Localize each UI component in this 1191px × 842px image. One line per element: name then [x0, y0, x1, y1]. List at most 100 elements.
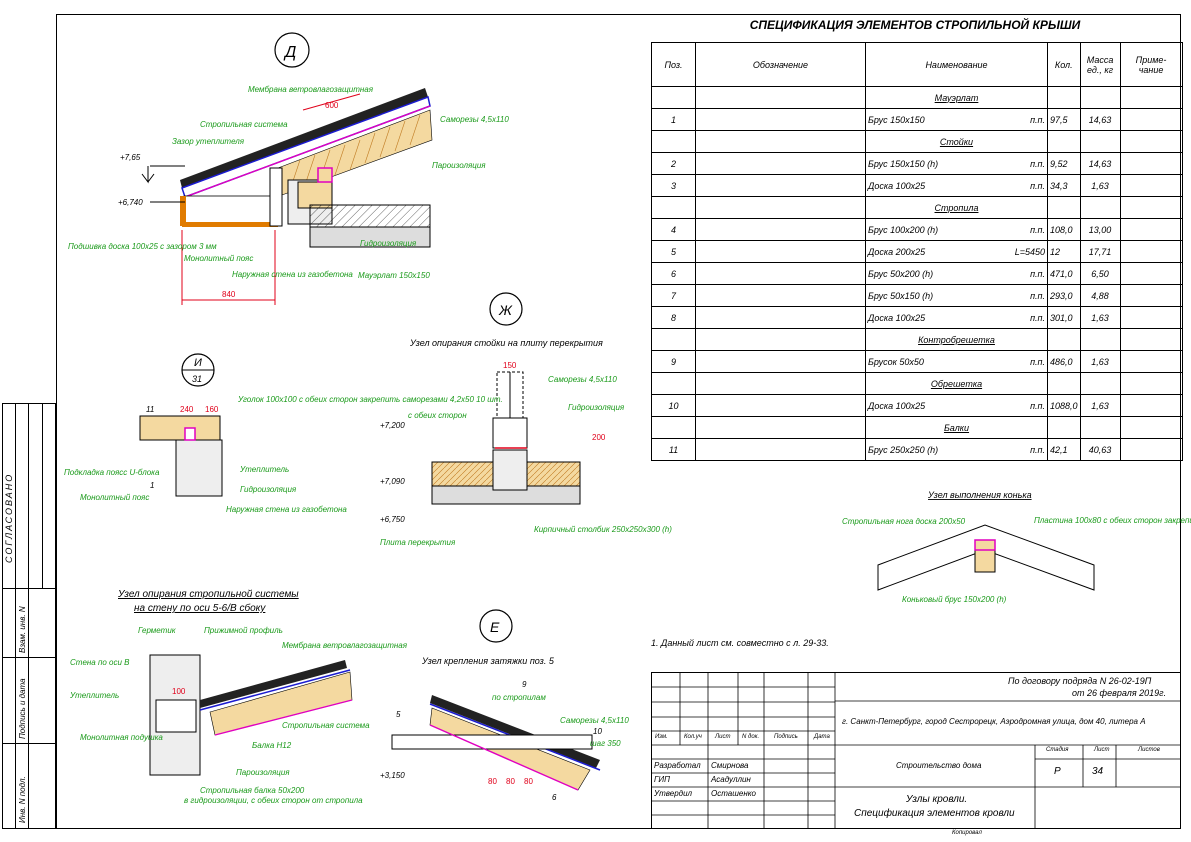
svg-text:Подшивка доска 100х25 с зазоро: Подшивка доска 100х25 с зазором 3 мм: [68, 242, 217, 251]
svg-text:Стена по оси В: Стена по оси В: [70, 658, 130, 667]
tb-role-1: Разработал: [654, 761, 701, 770]
svg-text:Балка Н12: Балка Н12: [252, 741, 292, 750]
tb-format: Копировал: [952, 830, 982, 836]
node-zh: Ж Узел опирания стойки на плиту перекрыт…: [380, 292, 672, 547]
svg-text:100: 100: [172, 687, 186, 696]
spec-unit: п.п.: [1030, 290, 1045, 301]
svg-text:на стену по оси 5-6/В сбоку: на стену по оси 5-6/В сбоку: [134, 602, 266, 614]
spec-unit: п.п.: [1030, 356, 1045, 367]
col-note: Приме- чание: [1119, 42, 1183, 87]
svg-text:Е: Е: [490, 619, 500, 635]
tb-name-1: Смирнова: [711, 761, 749, 770]
node-d: Д +7,65 +6,740 600 840 Мембран: [68, 32, 509, 305]
svg-text:+7,65: +7,65: [120, 153, 141, 162]
svg-text:+7,200: +7,200: [380, 421, 405, 430]
spec-title: СПЕЦИФИКАЦИЯ ЭЛЕМЕНТОВ СТРОПИЛЬНОЙ КРЫШИ: [749, 18, 1081, 32]
svg-text:Узел выполнения конька: Узел выполнения конька: [927, 490, 1032, 500]
svg-text:Герметик: Герметик: [138, 626, 177, 635]
svg-text:Стропильная балка 50х200: Стропильная балка 50х200: [200, 786, 305, 795]
spec-unit: п.п.: [1030, 114, 1045, 125]
spec-unit: п.п.: [1030, 268, 1045, 279]
svg-text:Пароизоляция: Пароизоляция: [236, 768, 290, 777]
spec-name: Доска 100х25: [868, 312, 926, 323]
tb-sheet-h: Лист: [1094, 747, 1110, 753]
svg-text:80: 80: [488, 777, 497, 786]
svg-text:Стропильная нога доска 200х50: Стропильная нога доска 200х50: [842, 517, 966, 526]
spec-unit: L=5450: [1014, 246, 1045, 257]
svg-text:И: И: [194, 357, 202, 369]
tb-col-list: Лист: [715, 734, 731, 740]
col-name: Наименование: [865, 42, 1048, 87]
tb-role-3: Утвердил: [654, 789, 693, 798]
svg-text:Саморезы 4,5х110: Саморезы 4,5х110: [560, 716, 629, 725]
svg-text:Мауэрлат 150х150: Мауэрлат 150х150: [358, 271, 430, 280]
node-i: И 31 240 160 Уголок 100х100 с обеих стор…: [64, 353, 503, 514]
svg-text:+6,750: +6,750: [380, 515, 405, 524]
svg-text:Монолитный пояс: Монолитный пояс: [184, 254, 253, 263]
svg-text:Ж: Ж: [498, 302, 513, 318]
svg-text:Зазор утеплителя: Зазор утеплителя: [172, 137, 245, 146]
spec-unit: п.п.: [1030, 400, 1045, 411]
svg-text:600: 600: [325, 101, 339, 110]
svg-text:Узел опирания стойки на плиту: Узел опирания стойки на плиту перекрытия: [409, 338, 603, 348]
tb-col-ndok: N док.: [742, 734, 760, 740]
tb-sheet-title-2: Спецификация элементов кровли: [854, 808, 1015, 819]
spec-section-row: Стропила: [651, 196, 1183, 219]
col-pos: Поз.: [651, 42, 696, 87]
tb-col-koluch: Кол.уч: [684, 734, 702, 740]
svg-text:Узел крепления затяжки поз. 5: Узел крепления затяжки поз. 5: [421, 656, 555, 666]
svg-text:Наружная стена из газобетона: Наружная стена из газобетона: [232, 270, 353, 279]
spec-name: Брус 150х150 (h): [868, 158, 939, 169]
svg-text:+6,740: +6,740: [118, 198, 143, 207]
svg-text:Гидроизоляция: Гидроизоляция: [240, 485, 297, 494]
svg-text:Уголок 100х100 с обеих сторон: Уголок 100х100 с обеих сторон закрепить …: [237, 395, 503, 404]
spec-unit: п.п.: [1030, 158, 1045, 169]
svg-text:Монолитная подушка: Монолитная подушка: [80, 733, 163, 742]
tb-stage: Р: [1054, 766, 1061, 777]
svg-text:Мембрана ветровлагозащитная: Мембрана ветровлагозащитная: [282, 641, 408, 650]
spec-name: Доска 200х25: [868, 246, 926, 257]
svg-text:Кирпичный столбик 250х250х300: Кирпичный столбик 250х250х300 (h): [534, 525, 672, 534]
spec-name: Брус 150х150: [868, 114, 925, 125]
spec-unit: п.п.: [1030, 224, 1045, 235]
tb-sheet: 34: [1092, 766, 1104, 777]
spec-section-row: Контробрешетка: [651, 328, 1183, 351]
svg-text:80: 80: [524, 777, 533, 786]
svg-text:Мембрана ветровлагозащитная: Мембрана ветровлагозащитная: [248, 85, 374, 94]
tb-project: Строительство дома: [896, 761, 982, 770]
roof-cover: [180, 88, 428, 188]
spec-unit: п.п.: [1030, 444, 1045, 455]
svg-text:840: 840: [222, 290, 236, 299]
tb-name-2: Асадуллин: [711, 775, 751, 784]
tb-address: г. Санкт-Петербург, город Сестрорецк, Аэ…: [842, 717, 1146, 726]
svg-text:10: 10: [593, 727, 602, 736]
svg-text:Пластина 100х80 с обеих сторон: Пластина 100х80 с обеих сторон закрепить…: [1034, 516, 1191, 525]
node-d-mark: Д: [283, 44, 296, 61]
svg-text:Саморезы 4,5х110: Саморезы 4,5х110: [548, 375, 617, 384]
tb-contract-date: от 26 февраля 2019г.: [1072, 688, 1167, 698]
node-ridge: Узел выполнения конька Стропильная нога …: [842, 490, 1191, 604]
svg-text:+7,090: +7,090: [380, 477, 405, 486]
col-mass: Масса ед., кг: [1079, 42, 1121, 87]
tb-stage-h: Стадия: [1046, 747, 1069, 753]
spec-section-row: Мауэрлат: [651, 86, 1183, 109]
svg-text:150: 150: [503, 361, 517, 370]
svg-text:Монолитный пояс: Монолитный пояс: [80, 493, 149, 502]
svg-text:160: 160: [205, 405, 219, 414]
svg-text:Стропильная система: Стропильная система: [282, 721, 370, 730]
svg-text:Наружная стена из газобетона: Наружная стена из газобетона: [226, 505, 347, 514]
svg-text:200: 200: [592, 433, 606, 442]
tb-col-izm: Изм.: [655, 734, 668, 740]
spec-table: Поз. Обозначение Наименование Кол. Масса…: [651, 42, 1183, 461]
title-block: [651, 672, 1181, 829]
spec-name: Брус 50х200 (h): [868, 268, 934, 279]
svg-text:Коньковый брус 150х200 (h): Коньковый брус 150х200 (h): [902, 595, 1007, 604]
